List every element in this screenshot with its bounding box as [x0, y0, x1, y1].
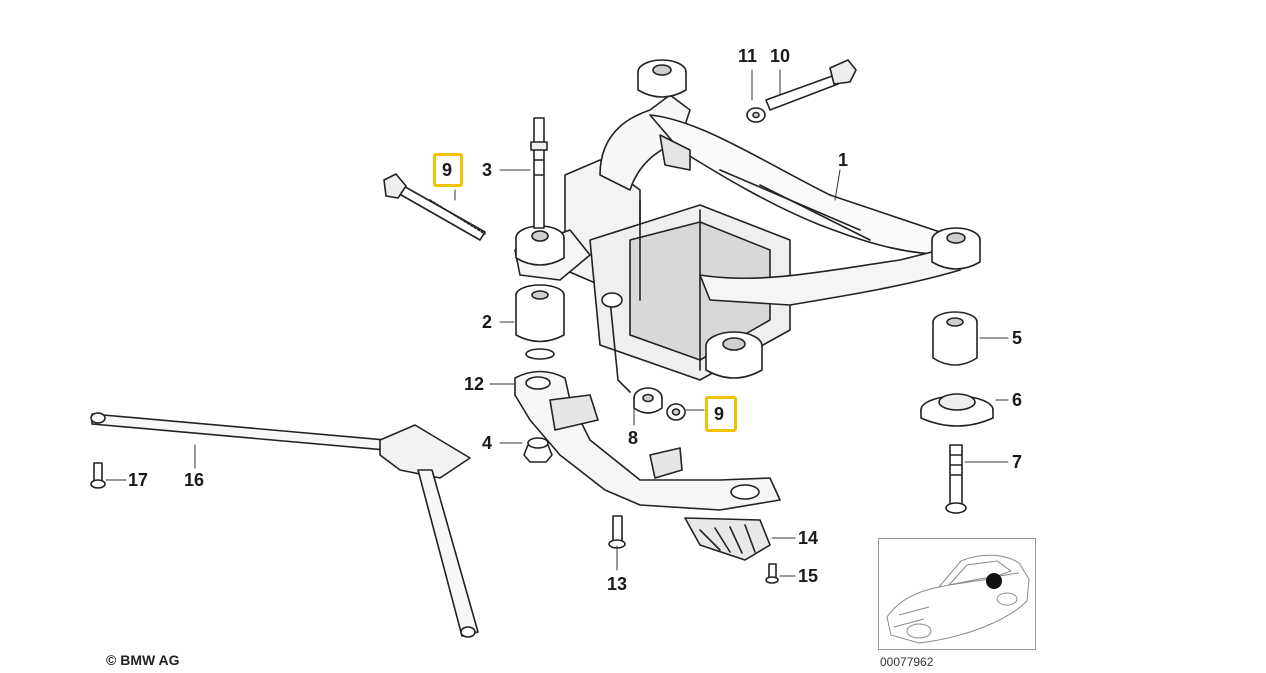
- upper-hex-bolt: [765, 59, 857, 111]
- callout-6: 6: [1012, 390, 1023, 410]
- callout-1: 1: [838, 150, 849, 170]
- callout-8: 8: [628, 428, 639, 448]
- callout-14: 14: [798, 528, 819, 548]
- small-bolt-13: [608, 515, 626, 549]
- left-mount-bushing: [515, 225, 565, 266]
- callout-17: 17: [128, 470, 149, 490]
- callout-11: 11: [738, 46, 758, 66]
- callout-3: 3: [482, 160, 493, 180]
- pivot-pin: [601, 292, 623, 308]
- car-outline-icon: [886, 554, 1030, 644]
- brace-screw: [90, 462, 106, 489]
- support-bracket: [514, 370, 781, 511]
- callout-15: 15: [798, 566, 819, 586]
- stud-bolt: [530, 117, 548, 229]
- vehicle-location-inset: [878, 538, 1036, 650]
- highlight-box-9-top: [433, 153, 463, 187]
- small-bushing: [633, 387, 663, 414]
- callout-9-top: 9: [442, 160, 453, 180]
- rubber-bushing-left: [515, 284, 565, 360]
- rubber-mount-disc: [920, 393, 994, 427]
- small-screw-15: [765, 563, 779, 584]
- lower-mount-cover: [684, 517, 771, 561]
- callout-13: 13: [607, 574, 628, 594]
- copyright-text: © BMW AG: [106, 652, 180, 668]
- highlight-box-9-right: [705, 396, 737, 432]
- upper-washer: [746, 107, 766, 123]
- hex-nut: [523, 437, 553, 463]
- callout-12: 12: [464, 374, 485, 394]
- rubber-bushing-right: [932, 311, 978, 366]
- callout-10: 10: [770, 46, 791, 66]
- right-mount-bushing: [931, 227, 981, 270]
- callout-5: 5: [1012, 328, 1023, 348]
- callout-7: 7: [1012, 452, 1023, 472]
- top-mount-bushing: [637, 59, 687, 98]
- callout-2: 2: [482, 312, 493, 332]
- long-hex-bolt: [383, 173, 486, 241]
- callout-9-right: 9: [714, 404, 725, 424]
- document-number: 00077962: [880, 655, 934, 669]
- location-marker-icon: [986, 573, 1002, 589]
- callout-16: 16: [184, 470, 205, 490]
- callout-4: 4: [482, 433, 493, 453]
- lower-bolt-right: [945, 444, 967, 514]
- small-washer: [666, 403, 686, 421]
- strut-brace: [90, 412, 479, 638]
- front-mount-bushing: [705, 331, 763, 379]
